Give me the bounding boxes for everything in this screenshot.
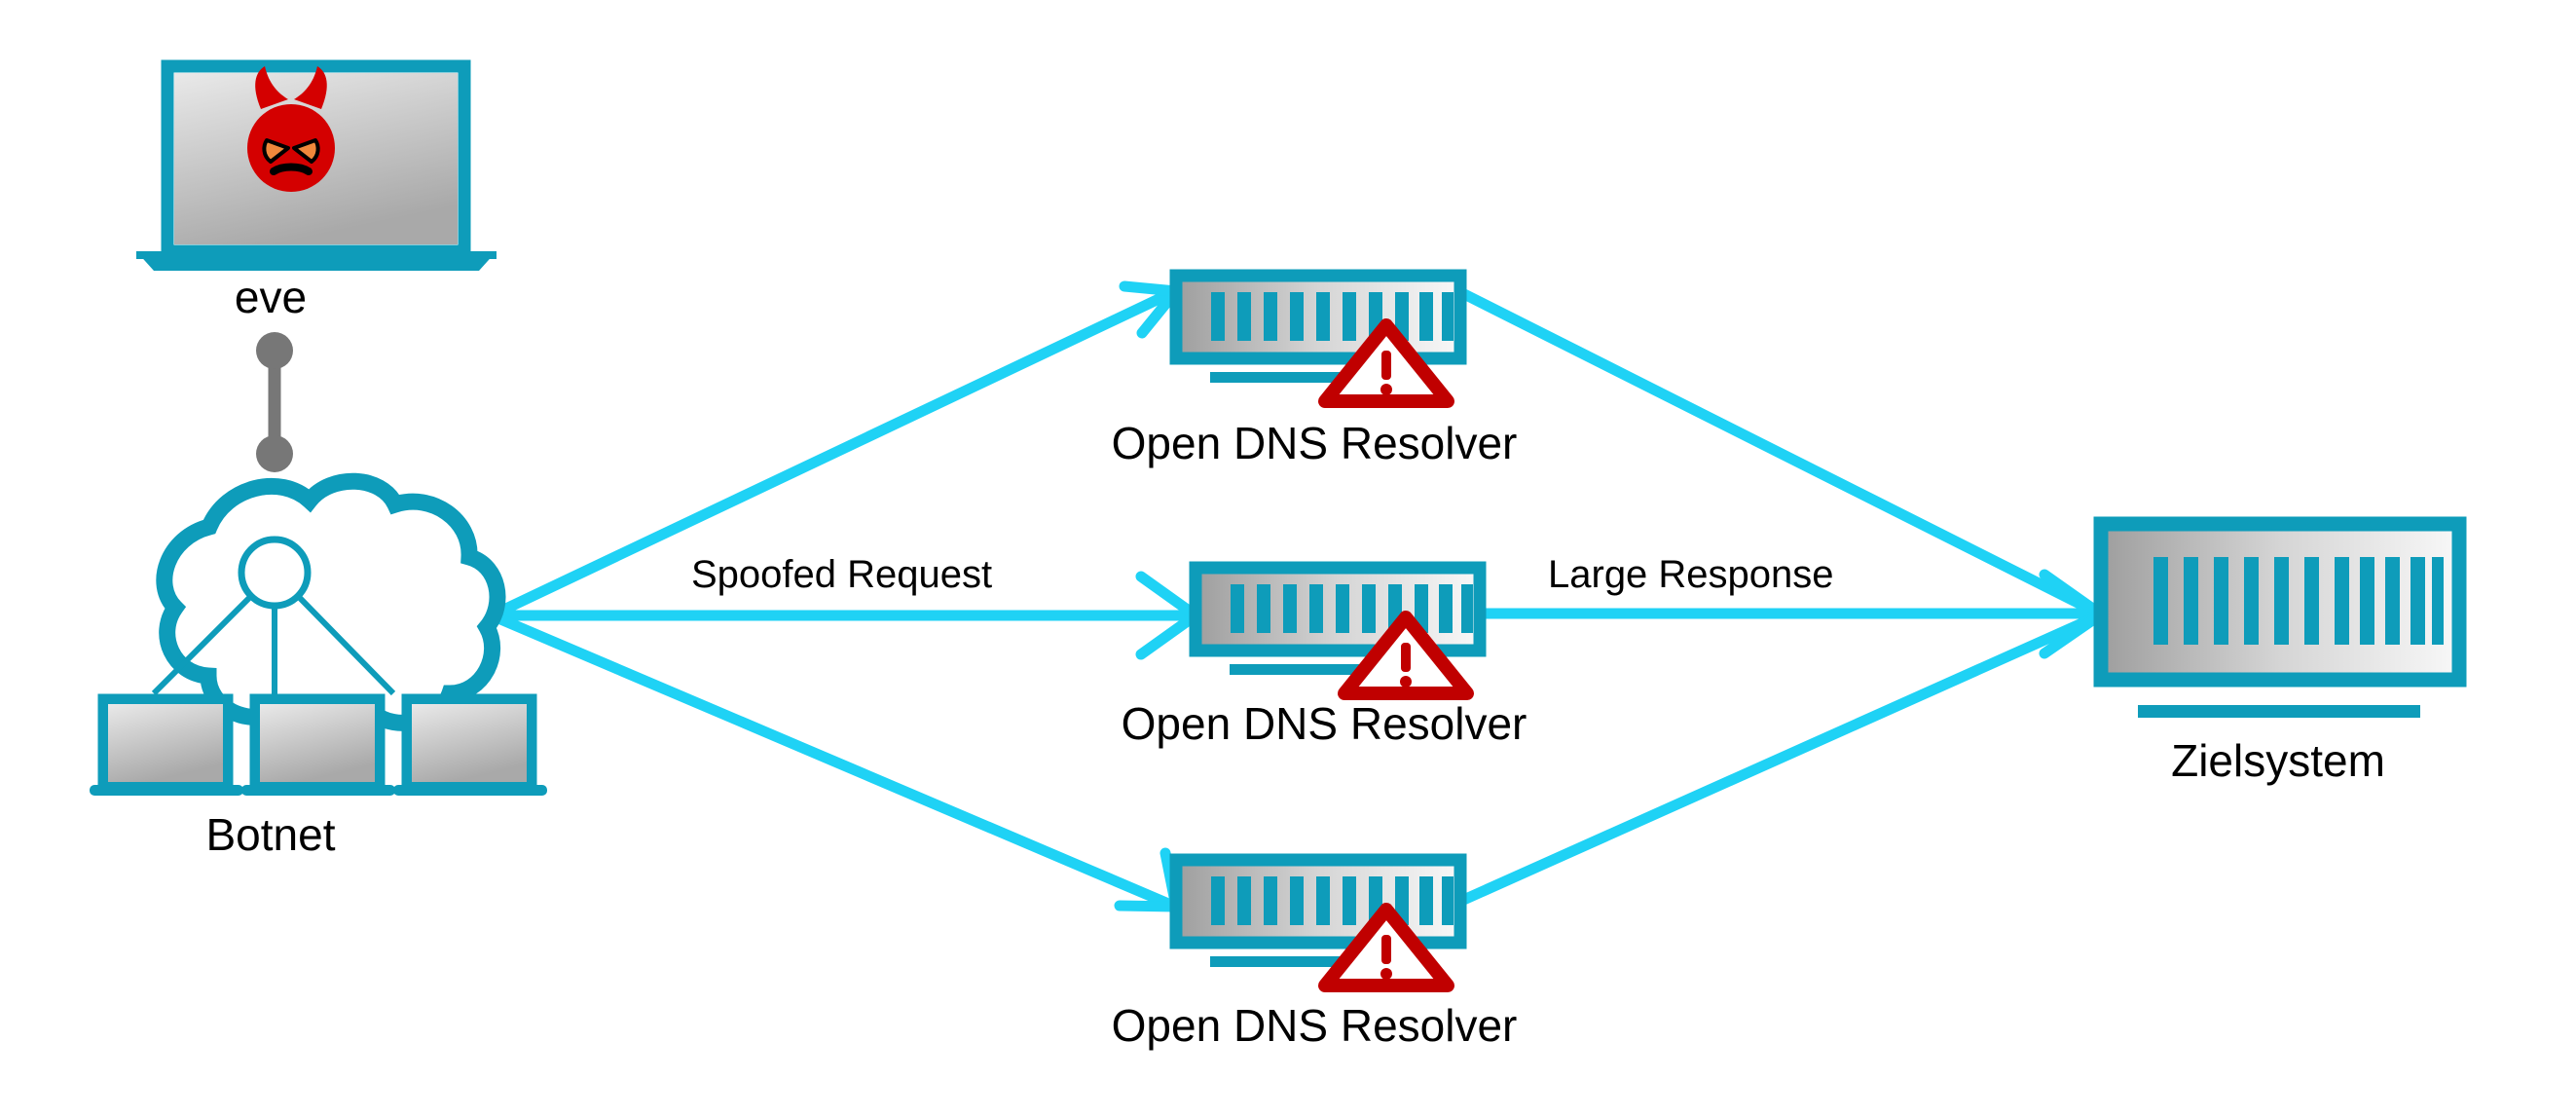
node-resolver-bottom[interactable] <box>1169 853 1467 992</box>
edge-resolver-top-target <box>1454 286 2101 617</box>
edge-layer <box>256 280 2107 912</box>
server-icon <box>1169 853 1467 967</box>
warning-icon <box>1318 903 1454 992</box>
server-icon <box>2093 516 2467 718</box>
node-label-zielsystem: Zielsystem <box>2171 735 2385 786</box>
node-botnet[interactable] <box>90 472 547 796</box>
devil-icon <box>247 66 335 192</box>
edge-label-spoofed-request: Spoofed Request <box>681 555 1003 594</box>
warning-icon <box>1338 611 1474 700</box>
node-label-resolver-top: Open DNS Resolver <box>1111 418 1518 468</box>
node-label-resolver-bottom: Open DNS Resolver <box>1111 1000 1518 1051</box>
node-zielsystem[interactable] <box>2093 516 2467 718</box>
server-icon <box>1169 269 1467 383</box>
botnet-cloud-icon <box>151 472 506 744</box>
botnet-laptop-3 <box>393 693 547 796</box>
node-eve[interactable] <box>136 59 497 271</box>
edge-botnet-resolver-bottom <box>486 610 1182 912</box>
node-label-botnet: Botnet <box>205 809 336 860</box>
botnet-laptop-2 <box>241 693 395 796</box>
node-resolver-top[interactable] <box>1169 269 1467 408</box>
edge-eve-botnet <box>256 332 293 472</box>
node-label-resolver-mid: Open DNS Resolver <box>1121 698 1527 749</box>
node-label-eve: eve <box>234 272 308 322</box>
node-resolver-mid[interactable] <box>1189 561 1487 700</box>
edge-label-large-response: Large Response <box>1538 555 1844 594</box>
edge-resolver-bottom-target <box>1445 612 2101 911</box>
botnet-laptop-1 <box>90 693 243 796</box>
warning-icon <box>1318 318 1454 408</box>
